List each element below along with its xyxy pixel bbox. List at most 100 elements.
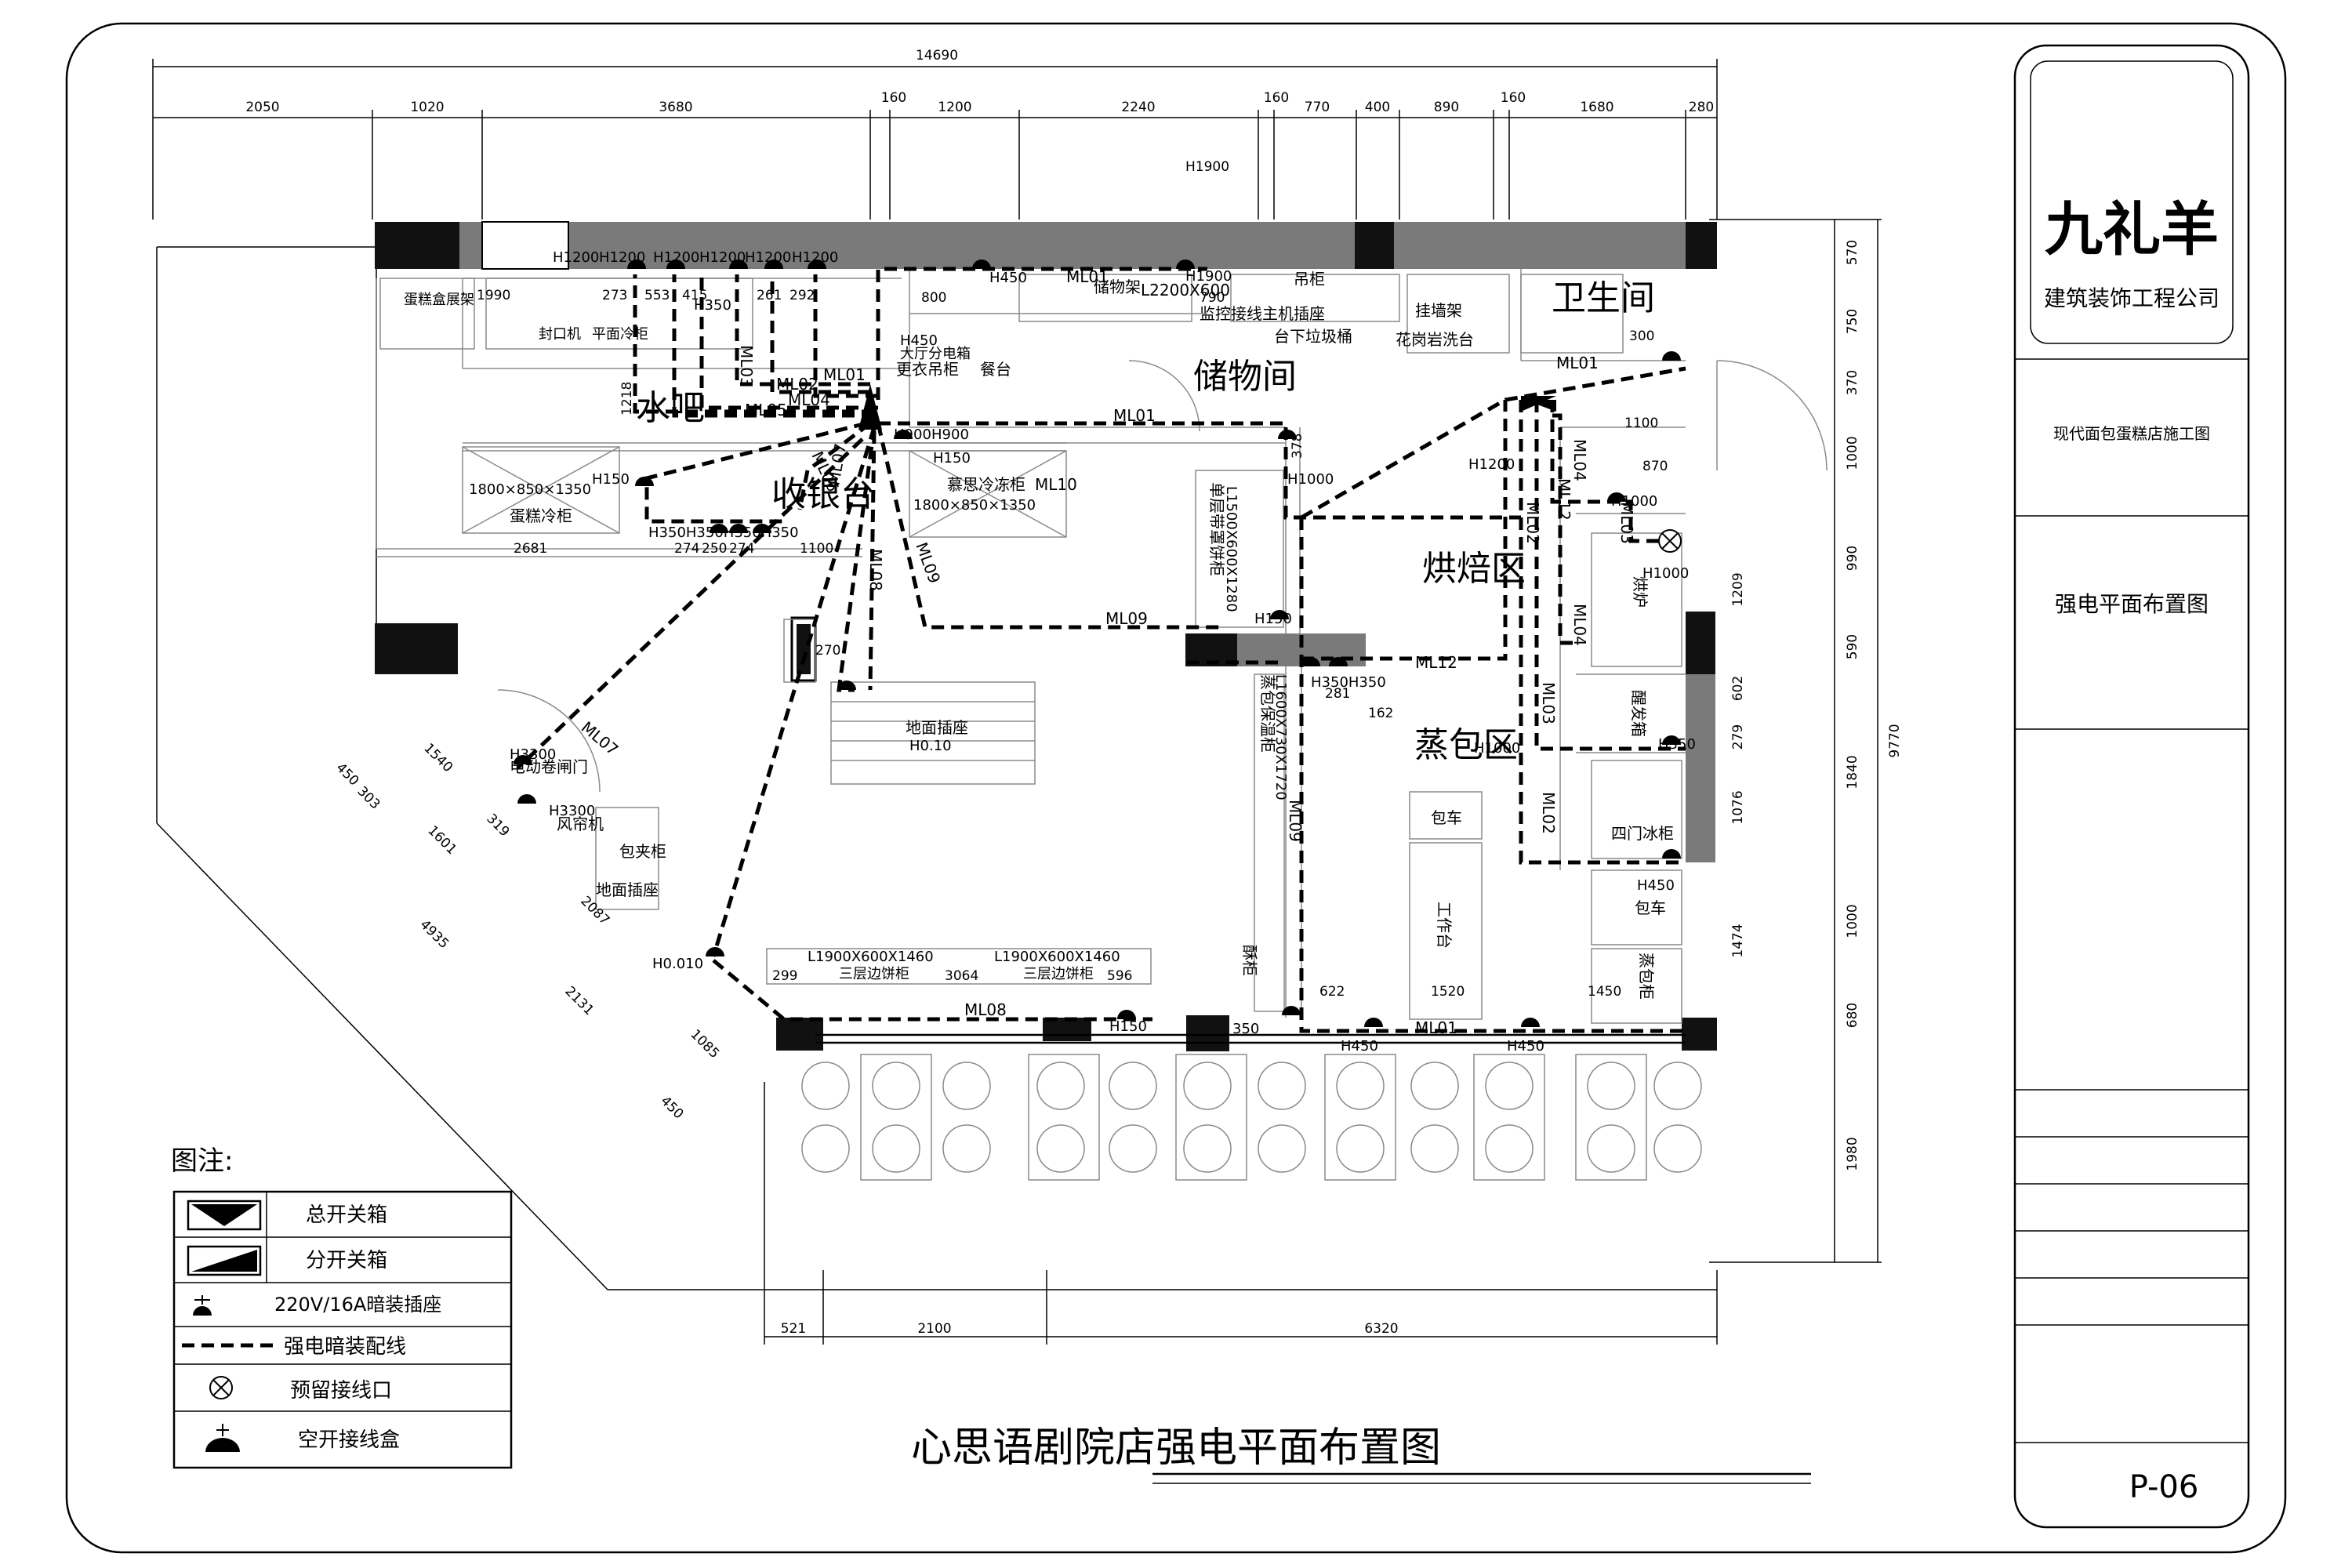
label-single-shelf-size: L1500X600X1280 [1223,486,1240,612]
legend-label: 空开接线盒 [298,1428,400,1452]
dim-right: 1000 [1845,436,1860,470]
reserved-port-icon [209,1376,233,1399]
height-label: H1200 [553,249,599,266]
company-logo: 九礼羊 [2045,196,2219,263]
dim-misc: 800 [921,290,946,306]
dim-top: 1680 [1580,100,1613,115]
dim-right: 279 [1730,724,1746,750]
dim-misc: 281 [1325,686,1350,702]
height-label: H450 [900,332,938,349]
right-dimension-lines [1709,219,1882,1263]
legend-heading: 图注: [171,1145,233,1177]
dim-right: 602 [1730,676,1746,701]
sheet-number: P-06 [2129,1469,2199,1505]
dim-misc: 2681 [514,541,547,557]
dim-misc: 553 [644,288,670,303]
label-steam-bun-cabinet: 蒸包柜 [1637,953,1656,1000]
dim-right: 370 [1845,370,1860,395]
label-steam-cabinet: 蒸包保温柜 [1258,674,1277,753]
room-water-bar: 水吧 [636,388,705,428]
wire-label: ML01 [1556,354,1599,372]
label-air-curtain: 风帘机 [557,815,604,833]
height-label: H450 [1637,877,1675,894]
wire-label: ML01 [1415,1018,1457,1037]
dim-right: 590 [1845,634,1860,659]
room-storage: 储物间 [1193,357,1297,397]
label-sealer: 封口机 [539,326,581,343]
label-bun-cart-2: 包车 [1635,898,1666,917]
label-trash-bin: 台下垃圾桶 [1274,327,1352,346]
dim-misc: 870 [1642,459,1668,474]
height-label: H150 [933,450,971,466]
label-mousse-freezer: 慕思冷冻柜 [947,475,1025,494]
dim-bottom: 2100 [917,1321,951,1337]
dim-diagonal: 4935 [416,916,452,952]
dim-diagonal: 1540 [420,740,456,775]
label-bun-cart-1: 包车 [1431,808,1462,827]
dim-misc: 1218 [619,382,635,416]
wire-label: ML12 [1555,478,1573,521]
dim-right: 1000 [1845,904,1860,938]
label-storage-rack: 储物架 [1094,278,1141,296]
legend-label: 强电暗装配线 [284,1335,406,1359]
dim-misc: 378 [1290,434,1305,459]
dim-misc: 273 [602,288,627,303]
dim-right: 1209 [1730,572,1746,606]
label-flat-cooler: 平面冷柜 [592,326,648,343]
legend-label: 220V/16A暗装插座 [274,1294,441,1316]
wire-label: ML12 [1415,653,1457,672]
dim-misc: 274 [674,541,699,557]
legend-table [172,1190,513,1469]
dim-top: 1020 [410,100,444,115]
dim-misc: 1990 [477,288,510,303]
dim-top: 400 [1365,100,1390,115]
dim-misc: 250 [702,541,727,557]
wire-label: ML03 [1539,682,1558,724]
label-cake-cooler-size: 1800×850×1350 [469,481,591,498]
label-cake-cabinet: 酥柜 [1240,945,1259,976]
wire-label: ML03 [1617,502,1636,544]
dim-misc: 1450 [1588,984,1621,1000]
concealed-socket-icon [193,1295,212,1316]
sheet-border [65,22,2287,1554]
wire-label: ML04 [788,390,830,409]
height-label: H1000 [1474,740,1520,757]
height-label: H3300 [510,746,556,763]
dim-top: 2240 [1121,100,1155,115]
label-dining-table: 餐台 [980,360,1011,379]
label-hanging-cabinet: 吊柜 [1294,270,1325,289]
legend-label: 预留接线口 [290,1379,392,1403]
walls [375,221,1717,1051]
wire-label: ML04 [1570,604,1589,646]
legend-label: 总开关箱 [306,1203,387,1227]
dim-right: 1474 [1730,924,1746,957]
dim-top: 160 [881,90,906,106]
height-label: H1000 [1287,471,1334,488]
label-four-door-fridge: 四门冰柜 [1611,824,1674,843]
dim-top: 280 [1689,100,1714,115]
top-dimension-lines [152,59,1718,220]
wire-label: ML04 [1570,439,1589,481]
label-three-tier-2-size: L1900X600X1460 [994,949,1120,965]
dim-right: 1076 [1730,790,1746,824]
dim-misc: 261 [757,288,782,303]
dim-diagonal: 1085 [687,1026,722,1062]
dim-misc: 1100 [1624,416,1658,431]
dim-misc: 162 [1368,706,1393,721]
bottom-dimension-lines [608,1082,1718,1345]
dim-right: 1840 [1845,755,1860,789]
breaker-junction-box-icon [205,1424,240,1452]
wire-label: ML01 [1113,406,1156,425]
dim-diagonal: 2131 [561,983,597,1018]
room-steamed-bun: 蒸包区 [1414,725,1518,765]
height-label: H1200 [1468,456,1515,473]
height-label: H0.10 [909,738,952,754]
height-label: H150 [1109,1018,1147,1035]
dim-misc: 622 [1319,984,1345,1000]
dim-misc: 270 [815,643,840,659]
height-label: H1900 [1185,268,1232,285]
wiring [516,267,1686,1033]
height-label: H150 [592,471,630,488]
logo-frame [2030,60,2234,344]
dim-misc: 299 [772,968,797,984]
